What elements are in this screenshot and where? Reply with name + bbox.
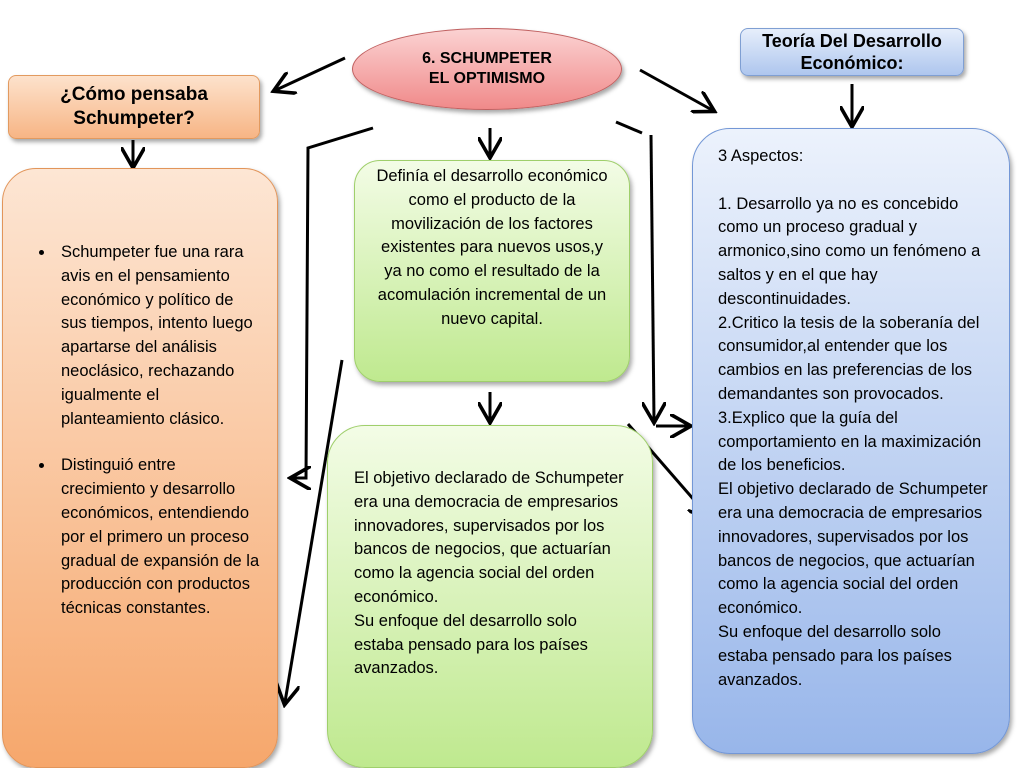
arrow-vertical-right (651, 134, 654, 420)
left-content-box: Schumpeter fue una rara avis en el pensa… (2, 168, 278, 768)
center-node-line2: EL OPTIMISMO (428, 70, 546, 87)
center-node-schumpeter: 6. SCHUMPETER EL OPTIMISMO (352, 28, 622, 110)
right-item-1: 1. Desarrollo ya no es concebido como un… (718, 194, 981, 308)
left-title-line2: Schumpeter? (73, 108, 195, 129)
right-item-4: El objetivo declarado de Schumpeter era … (718, 480, 988, 618)
right-content-box: 3 Aspectos: 1. Desarrollo ya no es conce… (692, 128, 1010, 754)
left-bullet-list: Schumpeter fue una rara avis en el pensa… (3, 169, 277, 621)
arrow-center-to-left-title (276, 56, 346, 90)
middle-bottom-box: El objetivo declarado de Schumpeter era … (327, 425, 653, 768)
left-bullet-1: Schumpeter fue una rara avis en el pensa… (55, 241, 263, 431)
arrow-center-to-right-title (639, 68, 712, 110)
right-title-line1: Teoría Del Desarrollo (762, 31, 942, 51)
right-title-line2: Económico: (800, 53, 904, 73)
middle-bottom-para1: El objetivo declarado de Schumpeter era … (354, 469, 624, 606)
middle-top-text: Definía el desarrollo económico como el … (376, 167, 608, 328)
right-heading: 3 Aspectos: (718, 147, 804, 165)
right-spacer (718, 169, 989, 193)
middle-bottom-para2: Su enfoque del desarrollo solo estaba pe… (354, 611, 588, 678)
center-node-line1: 6. SCHUMPETER (422, 50, 552, 67)
middle-top-box: Definía el desarrollo económico como el … (354, 160, 630, 382)
left-bullet-2: Distinguió entre crecimiento y desarroll… (55, 454, 263, 621)
left-title-line1: ¿Cómo pensaba (60, 84, 208, 105)
left-title-node: ¿Cómo pensaba Schumpeter? (8, 75, 260, 139)
right-item-3: 3.Explico que la guía del comportamiento… (718, 408, 982, 475)
right-title-node: Teoría Del Desarrollo Económico: (740, 28, 964, 76)
right-item-2: 2.Critico la tesis de la soberanía del c… (718, 313, 980, 403)
right-item-5: Su enfoque del desarrollo solo estaba pe… (718, 622, 952, 689)
arrow-short-tick (615, 120, 643, 135)
